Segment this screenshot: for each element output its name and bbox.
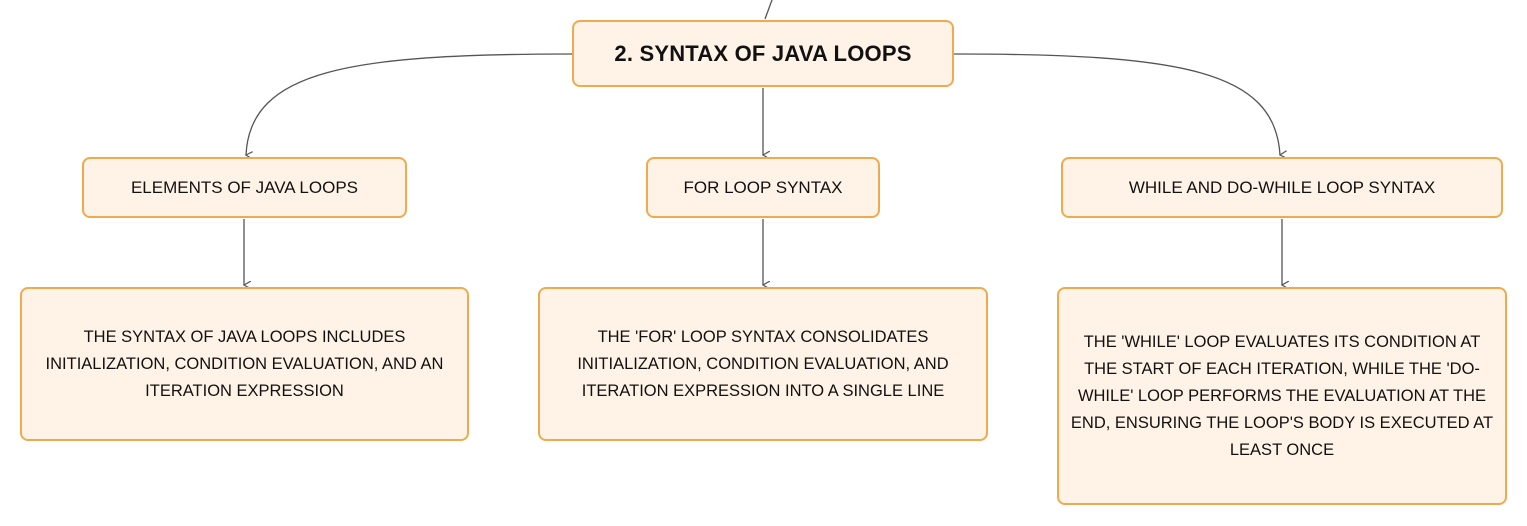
branch-node-elements[interactable]: ELEMENTS OF JAVA LOOPS	[82, 157, 407, 218]
branch-node-label: ELEMENTS OF JAVA LOOPS	[130, 177, 359, 197]
branch-node-label: WHILE AND DO-WHILE LOOP SYNTAX	[1128, 177, 1436, 197]
detail-node-while-loop[interactable]: THE 'WHILE' LOOP EVALUATES ITS CONDITION…	[1057, 287, 1507, 505]
detail-node-elements[interactable]: THE SYNTAX OF JAVA LOOPS INCLUDES INITIA…	[20, 287, 469, 441]
root-node[interactable]: 2. SYNTAX OF JAVA LOOPS	[572, 20, 954, 87]
incoming-connector	[764, 0, 773, 20]
connector-root-to-elements	[246, 53, 573, 155]
branch-node-label: FOR LOOP SYNTAX	[683, 177, 843, 197]
detail-node-text: THE 'FOR' LOOP SYNTAX CONSOLIDATES INITI…	[577, 327, 949, 400]
connector-root-to-while	[953, 53, 1280, 155]
branch-node-for-loop[interactable]: FOR LOOP SYNTAX	[646, 157, 880, 218]
detail-node-text: THE SYNTAX OF JAVA LOOPS INCLUDES INITIA…	[45, 327, 444, 400]
detail-node-for-loop[interactable]: THE 'FOR' LOOP SYNTAX CONSOLIDATES INITI…	[538, 287, 988, 441]
branch-node-while-loop[interactable]: WHILE AND DO-WHILE LOOP SYNTAX	[1061, 157, 1503, 218]
detail-node-text: THE 'WHILE' LOOP EVALUATES ITS CONDITION…	[1070, 332, 1494, 459]
root-node-label: 2. SYNTAX OF JAVA LOOPS	[614, 40, 912, 66]
